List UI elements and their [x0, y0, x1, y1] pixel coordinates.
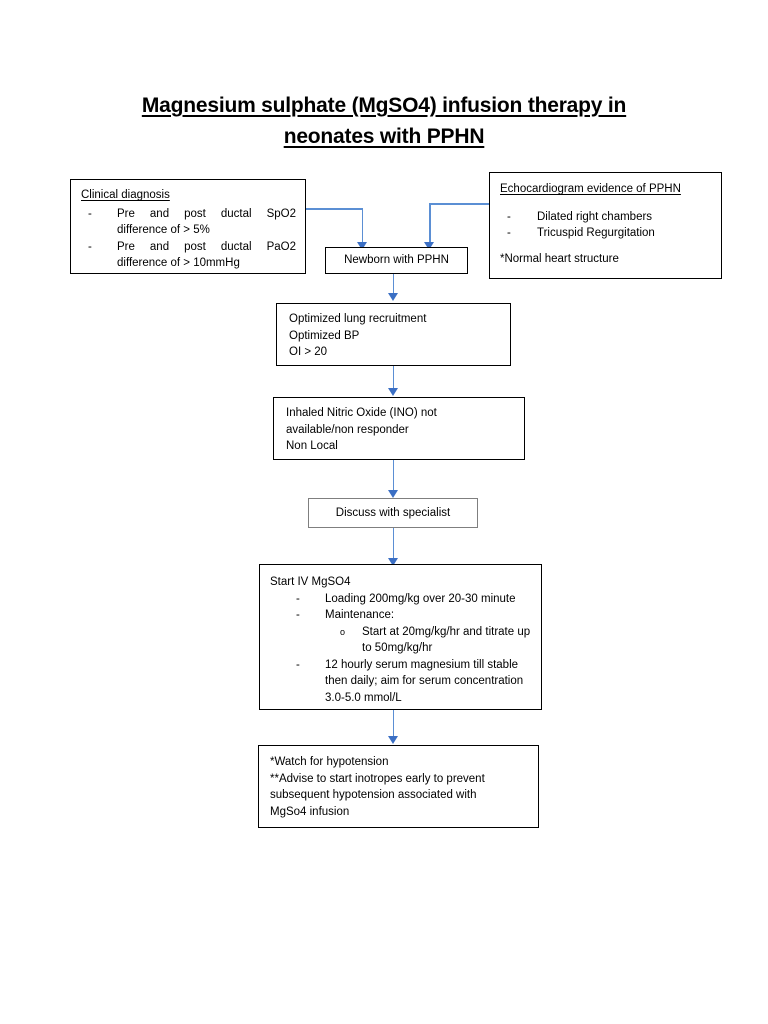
- node-start-iv-mgso4[interactable]: Start IV MgSO4 - Loading 200mg/kg over 2…: [259, 564, 542, 710]
- list-item-text: Maintenance:: [325, 609, 395, 621]
- list-item-text: Tricuspid Regurgitation: [537, 227, 655, 239]
- node-optimize[interactable]: Optimized lung recruitment Optimized BP …: [276, 303, 511, 366]
- list-item: - Dilated right chambers: [500, 209, 712, 226]
- echo-evidence-note: *Normal heart structure: [500, 252, 619, 265]
- list-item: - 12 hourly serum magnesium till stable …: [270, 657, 531, 707]
- bullet-dash: -: [88, 207, 92, 220]
- optimize-line-1: Optimized lung recruitment: [289, 313, 427, 325]
- echo-evidence-list: - Dilated right chambers - Tricuspid Reg…: [500, 209, 712, 242]
- arrowhead-echo-to-newborn: [424, 242, 435, 250]
- bullet-circle: o: [340, 626, 346, 637]
- cautions-line-4: MgSo4 infusion: [270, 805, 350, 818]
- page-title-line-1: Magnesium sulphate (MgSO4) infusion ther…: [141, 94, 627, 117]
- connector-echo-to-newborn-horizontal: [429, 203, 489, 205]
- list-item: - Loading 200mg/kg over 20-30 minute: [270, 591, 531, 608]
- arrowhead-clinical-to-newborn: [356, 242, 367, 250]
- bullet-dash: -: [296, 609, 300, 621]
- bullet-dash: -: [507, 227, 511, 239]
- mgso4-sublist: o Start at 20mg/kg/hr and titrate up to …: [325, 624, 531, 657]
- list-item: - Pre and post ductal PaO2 difference of…: [81, 239, 296, 272]
- cautions-line-2: **Advise to start inotropes early to pre…: [270, 772, 485, 785]
- mgso4-list: - Loading 200mg/kg over 20-30 minute - M…: [270, 591, 531, 707]
- connector-ino-to-specialist: [392, 460, 395, 495]
- arrowhead-specialist-to-mgso4: [387, 558, 398, 566]
- connector-mgso4-to-cautions: [392, 710, 395, 742]
- list-item-text: Start at 20mg/kg/hr and titrate up to 50…: [362, 625, 531, 655]
- list-item-text: Loading 200mg/kg over 20-30 minute: [325, 592, 516, 605]
- cautions-line-1: *Watch for hypotension: [270, 756, 389, 768]
- spacer: [500, 242, 712, 251]
- list-item: - Tricuspid Regurgitation: [500, 225, 712, 242]
- connector-newborn-to-optimize: [392, 274, 395, 298]
- node-ino[interactable]: Inhaled Nitric Oxide (INO) not available…: [273, 397, 525, 460]
- node-discuss-with-specialist[interactable]: Discuss with specialist: [308, 498, 478, 528]
- bullet-dash: -: [296, 658, 300, 671]
- list-item-text: Pre and post ductal SpO2 difference of >…: [117, 207, 296, 237]
- arrowhead-optimize-to-ino: [387, 388, 398, 396]
- clinical-diagnosis-heading: Clinical diagnosis: [81, 189, 170, 201]
- mgso4-heading: Start IV MgSO4: [270, 576, 351, 588]
- connector-clinical-to-newborn-horizontal: [305, 208, 363, 210]
- list-item: - Pre and post ductal SpO2 difference of…: [81, 206, 296, 239]
- cautions-line-3: subsequent hypotension associated with: [270, 789, 477, 801]
- node-newborn-label: Newborn with PPHN: [344, 254, 449, 267]
- node-newborn-with-pphn[interactable]: Newborn with PPHN: [325, 247, 468, 274]
- page-title-line-2: neonates with PPHN: [283, 125, 485, 148]
- page-title: Magnesium sulphate (MgSO4) infusion ther…: [110, 90, 658, 152]
- connector-specialist-to-mgso4: [392, 528, 395, 564]
- list-item-text: 12 hourly serum magnesium till stable th…: [325, 658, 524, 704]
- echo-evidence-heading: Echocardiogram evidence of PPHN: [500, 183, 681, 195]
- connector-clinical-to-newborn-vertical: [361, 208, 364, 244]
- spacer: [500, 200, 712, 209]
- ino-line-3: Non Local: [286, 440, 338, 452]
- node-clinical-diagnosis[interactable]: Clinical diagnosis - Pre and post ductal…: [70, 179, 306, 274]
- specialist-label: Discuss with specialist: [335, 506, 451, 519]
- arrowhead-mgso4-to-cautions: [387, 736, 398, 744]
- node-cautions[interactable]: *Watch for hypotension **Advise to start…: [258, 745, 539, 828]
- list-item: - Maintenance: o Start at 20mg/kg/hr and…: [270, 607, 531, 657]
- list-item-text: Pre and post ductal PaO2 difference of >…: [117, 240, 296, 270]
- arrowhead-ino-to-specialist: [387, 490, 398, 498]
- connector-optimize-to-ino: [392, 366, 395, 393]
- bullet-dash: -: [88, 240, 92, 253]
- optimize-line-3: OI > 20: [289, 346, 328, 358]
- optimize-line-2: Optimized BP: [289, 329, 360, 342]
- clinical-diagnosis-list: - Pre and post ductal SpO2 difference of…: [81, 206, 296, 272]
- node-echo-evidence[interactable]: Echocardiogram evidence of PPHN - Dilate…: [489, 172, 722, 279]
- connector-echo-to-newborn-vertical: [429, 203, 431, 244]
- ino-line-2: available/non responder: [286, 423, 409, 436]
- ino-line-1: Inhaled Nitric Oxide (INO) not: [286, 407, 437, 419]
- list-item-text: Dilated right chambers: [537, 210, 653, 223]
- bullet-dash: -: [507, 210, 511, 223]
- list-item: o Start at 20mg/kg/hr and titrate up to …: [325, 624, 531, 657]
- arrowhead-newborn-to-optimize: [387, 293, 398, 301]
- bullet-dash: -: [296, 592, 300, 605]
